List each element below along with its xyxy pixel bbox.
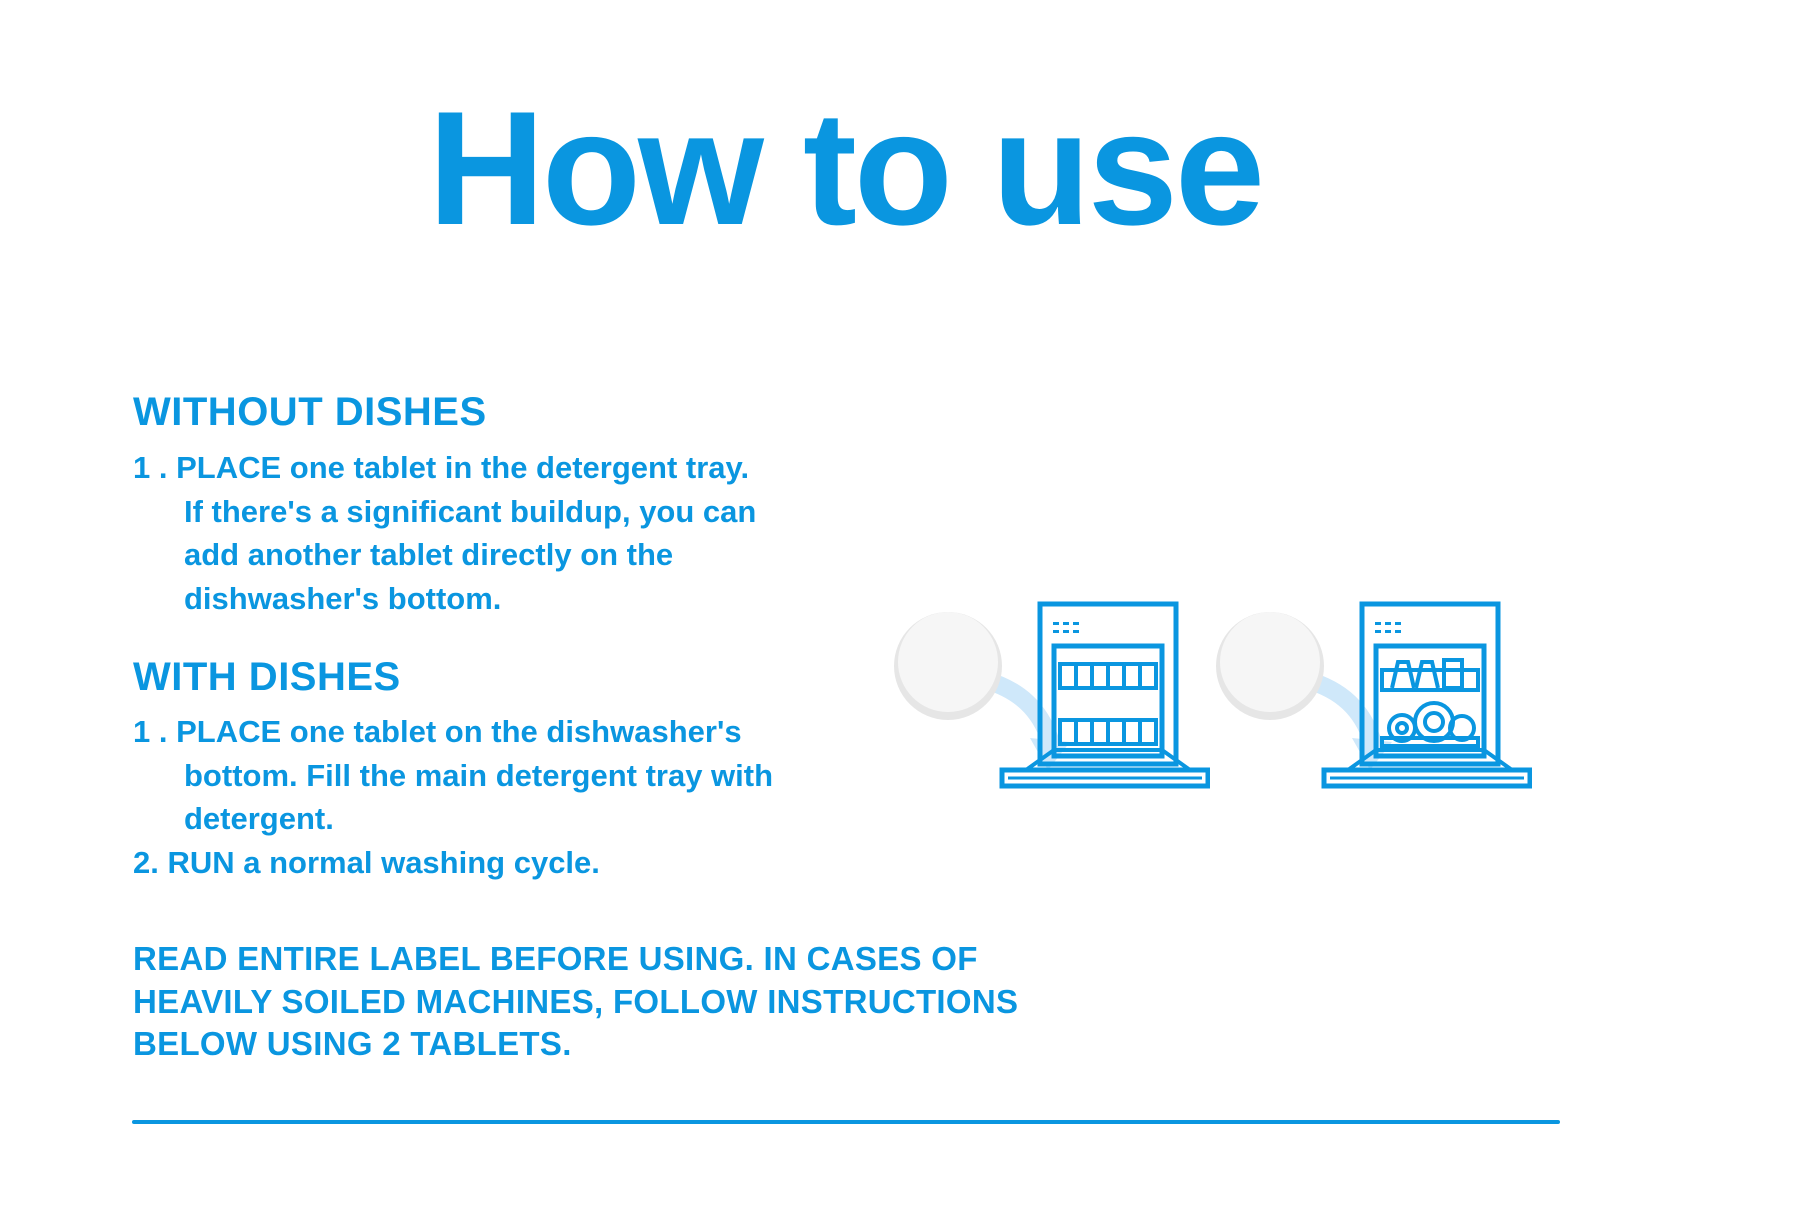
section-heading-with-dishes: WITH DISHES bbox=[133, 655, 401, 699]
step-number: 1 . bbox=[133, 450, 168, 485]
step-number: 2. bbox=[133, 845, 159, 880]
divider-line bbox=[132, 1120, 1560, 1124]
step-text-continued: bottom. Fill the main detergent tray wit… bbox=[184, 757, 774, 793]
instruction-step: 2. RUN a normal washing cycle. bbox=[133, 841, 600, 885]
warning-line: BELOW USING 2 TABLETS. bbox=[133, 1025, 572, 1062]
warning-line: READ ENTIRE LABEL BEFORE USING. IN CASES… bbox=[133, 940, 978, 977]
section-heading-without-dishes: WITHOUT DISHES bbox=[133, 390, 487, 434]
warning-line: HEAVILY SOILED MACHINES, FOLLOW INSTRUCT… bbox=[133, 982, 1019, 1020]
step-text-continued: If there's a significant buildup, you ca… bbox=[184, 493, 757, 529]
step-text: PLACE one tablet in the detergent tray. bbox=[176, 450, 750, 485]
instruction-step: 1 . PLACE one tablet on the dishwasher's… bbox=[133, 710, 773, 841]
step-text-continued: dishwasher's bottom. bbox=[184, 580, 502, 616]
dishwasher-with-dishes-icon bbox=[1216, 601, 1532, 789]
page-title: How to use bbox=[427, 78, 1265, 259]
dishwasher-empty-icon bbox=[894, 601, 1210, 789]
step-text-continued: detergent. bbox=[184, 801, 334, 836]
step-text: RUN a normal washing cycle. bbox=[167, 845, 600, 880]
step-text: PLACE one tablet on the dishwasher's bbox=[176, 714, 742, 749]
instruction-step: 1 . PLACE one tablet in the detergent tr… bbox=[133, 446, 756, 620]
step-text-continued: add another tablet directly on the bbox=[184, 537, 674, 572]
warning-text: READ ENTIRE LABEL BEFORE USING. IN CASES… bbox=[133, 938, 1193, 1066]
step-number: 1 . bbox=[133, 714, 168, 749]
